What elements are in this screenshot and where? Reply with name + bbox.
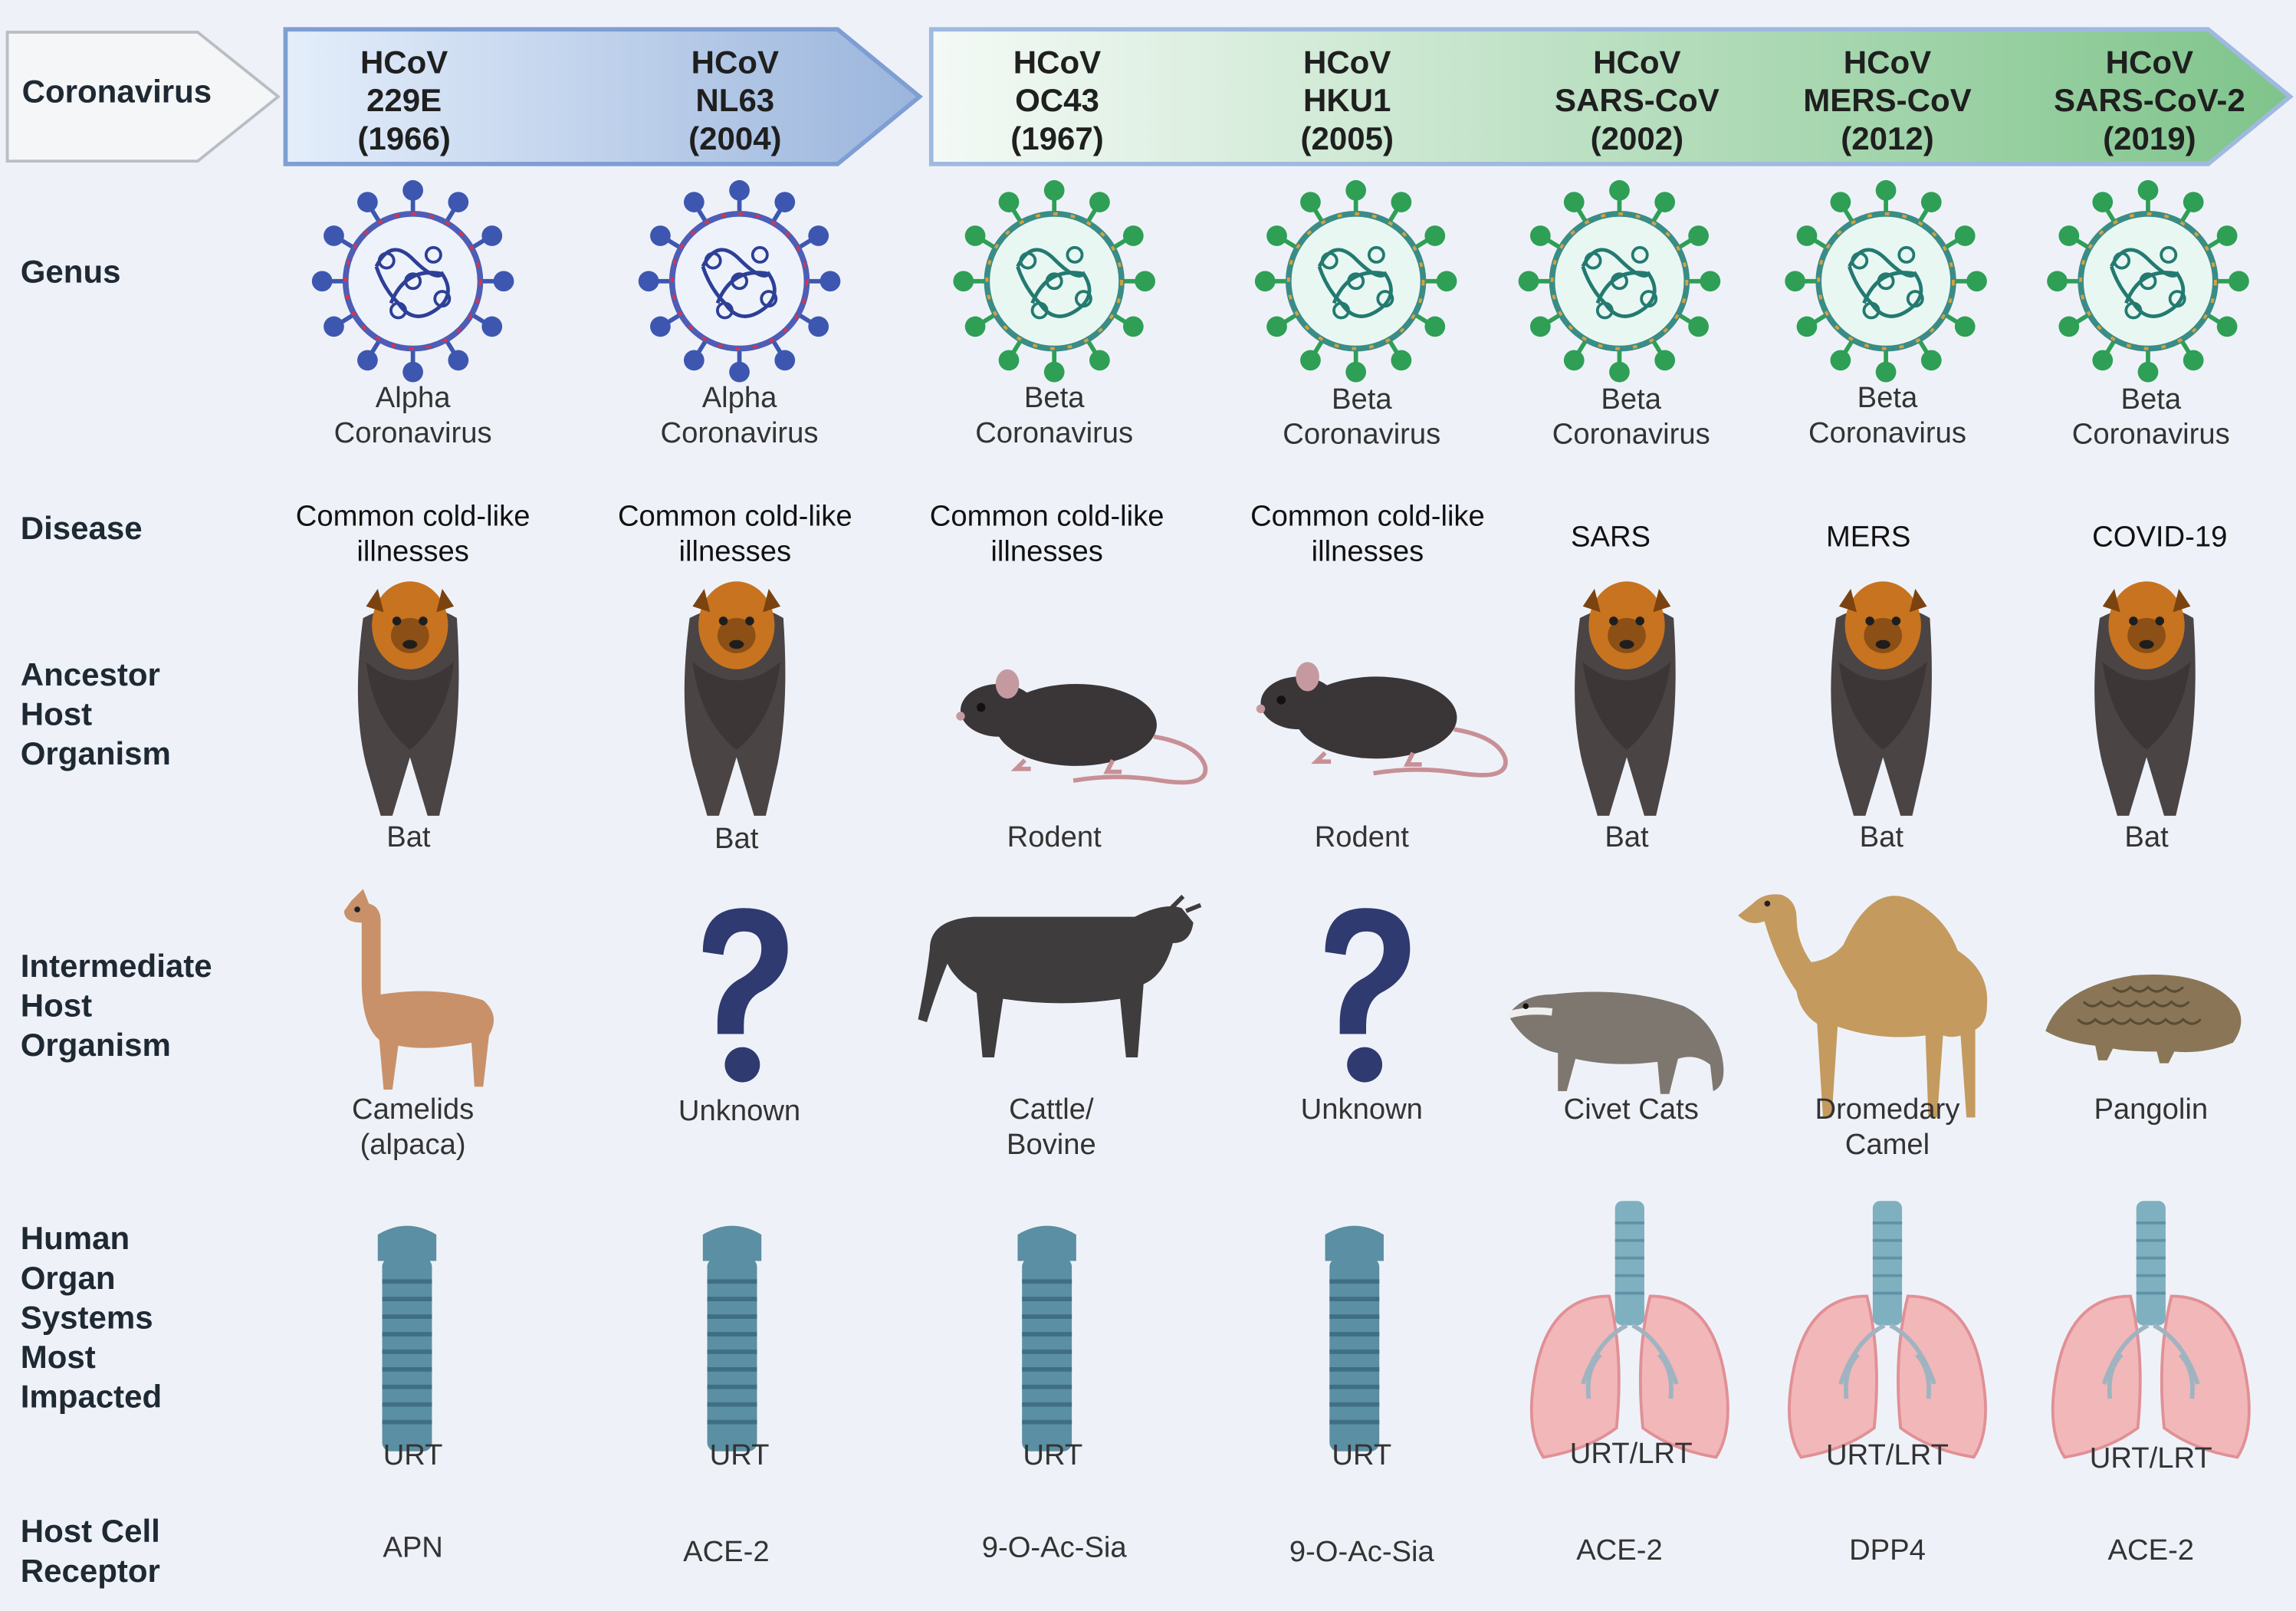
rodent-icon — [944, 674, 1179, 798]
virus-header: HCoV OC43 (1967) — [1010, 44, 1104, 157]
disease-label: SARS — [1570, 521, 1651, 554]
receptor-label: APN — [383, 1531, 443, 1564]
bat-icon — [2094, 581, 2196, 816]
disease-label: MERS — [1825, 521, 1911, 554]
row-label-genus: Genus — [20, 253, 121, 291]
receptor-label: 9-O-Ac-Sia — [1289, 1536, 1434, 1569]
receptor-label: ACE-2 — [2107, 1534, 2195, 1567]
row-label-intermediate: Intermediate Host Organism — [20, 947, 212, 1064]
organ-label: URT — [709, 1439, 770, 1472]
pangolin-icon — [2045, 974, 2242, 1064]
organ-label: URT — [1023, 1439, 1083, 1472]
virus-icon — [967, 193, 1142, 369]
row-label-organ: Human Organ Systems Most Impacted — [20, 1220, 163, 1415]
receptor-label: 9-O-Ac-Sia — [981, 1531, 1127, 1564]
virus-header: HCoV HKU1 (2005) — [1300, 44, 1394, 157]
bat-icon — [357, 581, 459, 816]
bat-icon — [1831, 581, 1932, 816]
organ-label: URT/LRT — [1826, 1439, 1949, 1472]
lungs-icon — [2048, 1194, 2253, 1429]
virus-icon — [1268, 193, 1444, 369]
row-label-receptor: Host Cell Receptor — [20, 1513, 160, 1590]
intermediate-label: Unknown — [678, 1095, 801, 1128]
trachea-icon — [370, 1223, 444, 1421]
bat-icon — [1575, 581, 1676, 816]
virus-icon — [652, 193, 827, 369]
header-arrows — [5, 27, 2294, 166]
organ-label: URT/LRT — [1569, 1438, 1693, 1471]
trachea-icon — [695, 1223, 769, 1421]
cattle-icon — [918, 894, 1202, 1058]
disease-label: COVID-19 — [2092, 521, 2228, 554]
receptor-label: ACE-2 — [683, 1536, 770, 1569]
ancestor-label: Bat — [714, 823, 759, 856]
ancestor-label: Bat — [2124, 821, 2169, 854]
receptor-label: DPP4 — [1849, 1534, 1926, 1567]
ancestor-label: Rodent — [1007, 821, 1102, 854]
intermediate-label: Camelids(alpaca) — [351, 1093, 475, 1162]
virus-header: HCoV NL63 (2004) — [688, 44, 782, 157]
civet-icon — [1506, 991, 1724, 1094]
camel-icon — [1738, 894, 1988, 1118]
virus-header: HCoV MERS-CoV (2012) — [1803, 44, 1972, 157]
row-label-disease: Disease — [20, 509, 143, 547]
virus-icon — [2060, 193, 2235, 369]
question-mark-icon — [702, 908, 788, 1083]
beta-group-arrow — [928, 27, 2294, 166]
lungs-icon — [1527, 1194, 1732, 1429]
organ-label: URT — [383, 1439, 443, 1472]
question-mark-icon — [1325, 908, 1411, 1083]
trachea-icon — [1318, 1223, 1391, 1421]
virus-icon — [1532, 193, 1707, 369]
virus-header: HCoV 229E (1966) — [357, 44, 451, 157]
intermediate-label: Cattle/Bovine — [1006, 1093, 1096, 1162]
ancestor-label: Bat — [1859, 821, 1904, 854]
virus-icon — [1798, 193, 1973, 369]
virus-header: HCoV SARS-CoV-2 (2019) — [2053, 44, 2245, 157]
receptor-label: ACE-2 — [1576, 1534, 1663, 1567]
organ-label: URT/LRT — [2089, 1442, 2212, 1475]
row-label-ancestor: Ancestor Host Organism — [20, 656, 171, 772]
organ-label: URT — [1332, 1439, 1392, 1472]
virus-header: HCoV SARS-CoV (2002) — [1554, 44, 1720, 157]
rodent-icon — [1245, 666, 1480, 791]
ancestor-label: Bat — [1605, 821, 1649, 854]
alpha-group-arrow — [283, 27, 923, 166]
bat-icon — [684, 581, 786, 816]
coronavirus-label-arrow — [5, 31, 281, 163]
alpaca-icon — [343, 889, 494, 1090]
ancestor-label: Bat — [386, 821, 431, 854]
intermediate-label: Pangolin — [2094, 1093, 2209, 1126]
ancestor-label: Rodent — [1314, 821, 1409, 854]
intermediate-label: Civet Cats — [1563, 1093, 1699, 1126]
trachea-icon — [1010, 1223, 1084, 1421]
header-label: Coronavirus — [21, 73, 212, 110]
intermediate-label: Unknown — [1300, 1093, 1423, 1126]
lungs-icon — [1785, 1194, 1989, 1429]
virus-icon — [325, 193, 501, 369]
